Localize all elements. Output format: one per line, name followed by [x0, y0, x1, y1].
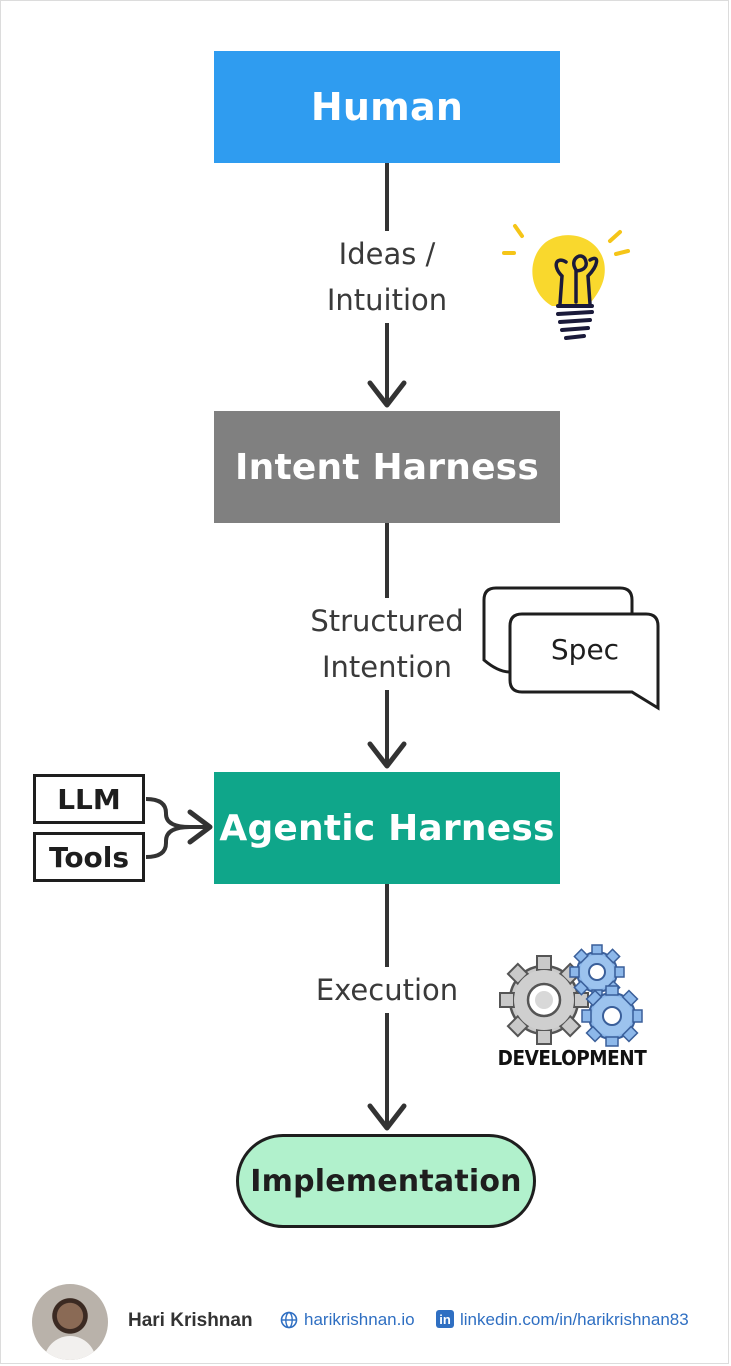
website-link[interactable]: harikrishnan.io: [304, 1310, 415, 1329]
spec-label: Spec: [550, 633, 620, 666]
edge-label-structured-intention: Structured Intention: [296, 598, 478, 690]
author-footer: Hari Krishnan harikrishnan.io in linkedi…: [0, 1280, 731, 1360]
arrowhead-intent: [367, 380, 407, 408]
node-human: Human: [214, 51, 560, 163]
globe-icon: [280, 1311, 298, 1329]
gears-icon: [499, 944, 643, 1047]
author-name: Hari Krishnan: [128, 1310, 253, 1331]
development-label: DEVELOPMENT: [497, 1046, 647, 1070]
arrowhead-inputs: [187, 809, 213, 845]
node-agentic-harness: Agentic Harness: [214, 772, 560, 884]
edge-label-execution-text: Execution: [315, 973, 459, 1007]
input-bracket: [145, 797, 208, 859]
avatar: [32, 1284, 108, 1360]
input-llm-label: LLM: [57, 782, 121, 816]
edge-label-execution: Execution: [306, 967, 468, 1013]
arrowhead-agentic: [367, 741, 407, 769]
arrowhead-implementation: [367, 1103, 407, 1131]
spec-document-icon: [482, 586, 660, 711]
input-tools: Tools: [33, 832, 145, 882]
input-llm: LLM: [33, 774, 145, 824]
lightbulb-icon: [502, 224, 630, 340]
edge-label-ideas: Ideas / Intuition: [312, 231, 462, 323]
node-implementation-label: Implementation: [250, 1163, 522, 1199]
linkedin-icon: in: [436, 1310, 454, 1328]
node-human-label: Human: [310, 85, 464, 129]
input-tools-label: Tools: [48, 840, 130, 874]
edge-label-structured-line1: Structured: [310, 604, 464, 638]
node-agentic-harness-label: Agentic Harness: [219, 807, 555, 849]
node-intent-harness-label: Intent Harness: [235, 446, 539, 488]
edge-label-ideas-line1: Ideas /: [338, 237, 436, 271]
linkedin-link[interactable]: linkedin.com/in/harikrishnan83: [460, 1310, 689, 1329]
node-intent-harness: Intent Harness: [214, 411, 560, 523]
edge-label-structured-line2: Intention: [321, 650, 453, 684]
edge-label-ideas-line2: Intuition: [326, 283, 448, 317]
node-implementation: Implementation: [236, 1134, 536, 1228]
